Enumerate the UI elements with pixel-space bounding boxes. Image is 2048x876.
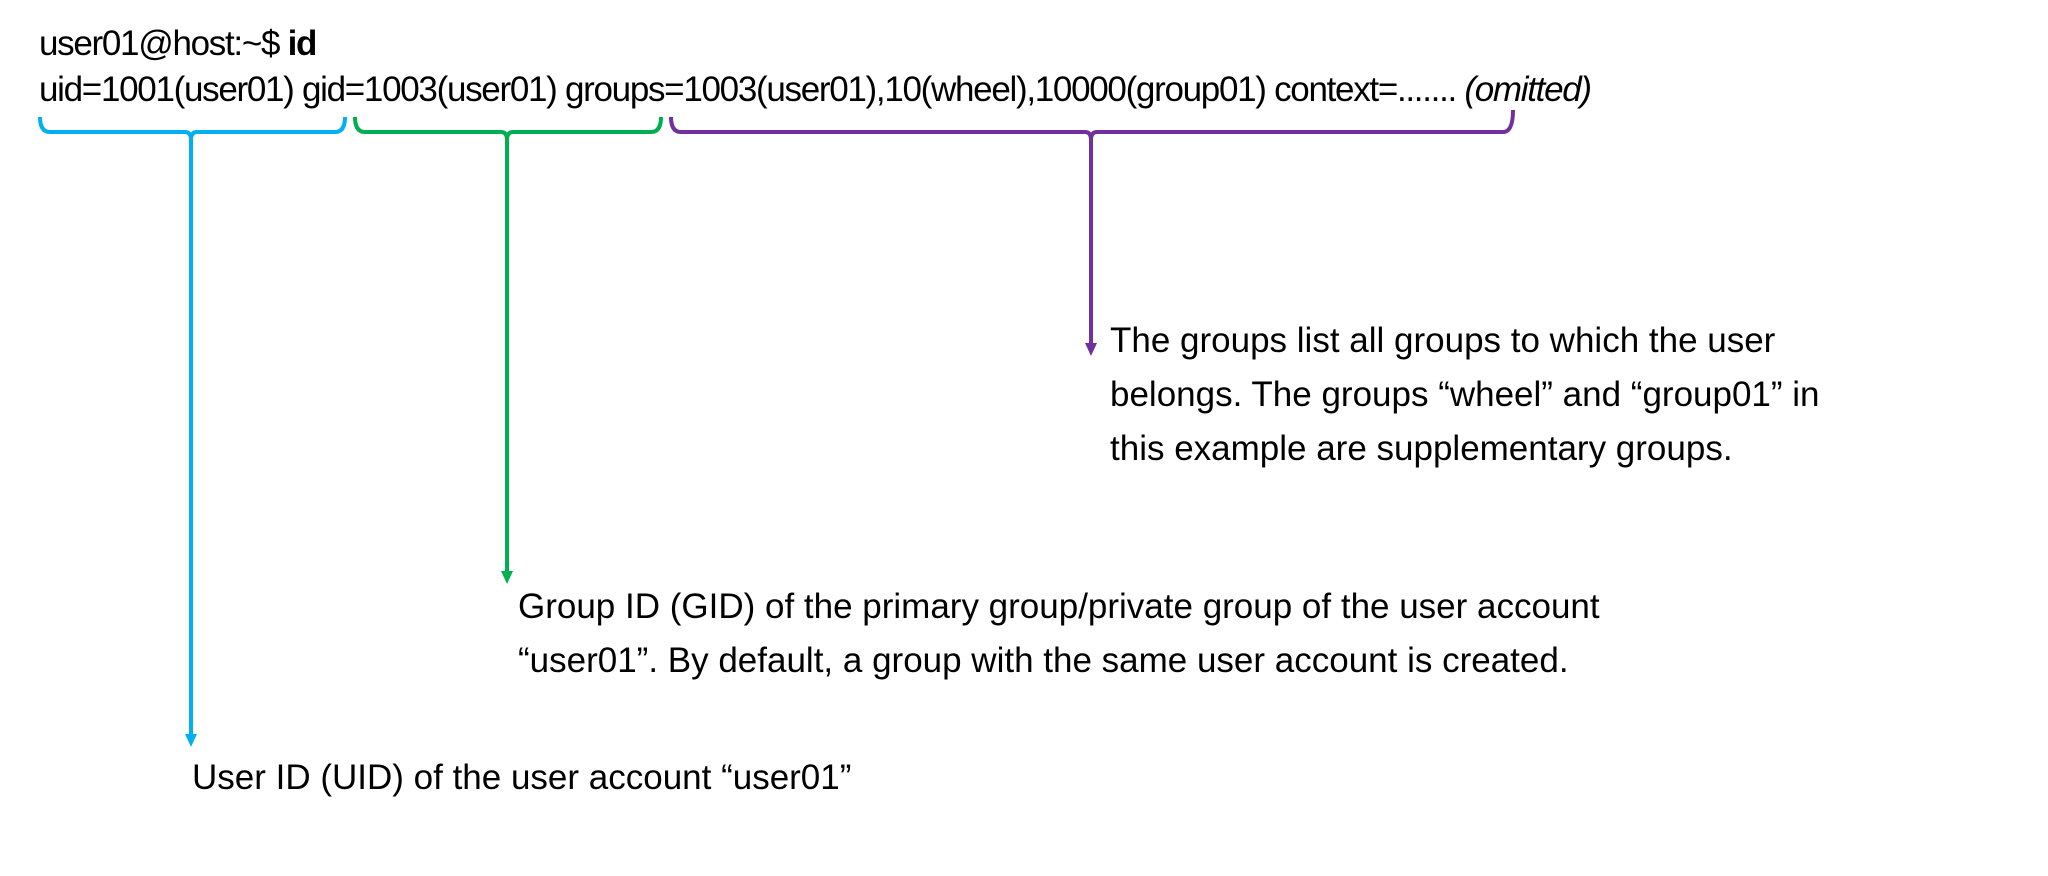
uid-bracket [38, 116, 347, 747]
groups-arrowhead [1085, 343, 1097, 356]
uid-field: uid=1001(user01) [39, 70, 295, 109]
omitted-note: (omitted) [1464, 70, 1592, 109]
gid-bracket [353, 116, 663, 584]
groups-field: groups=1003(user01),10(wheel),10000(grou… [564, 70, 1267, 109]
annotation-line: The groups list all groups to which the … [1110, 321, 1776, 360]
gid-field: gid=1003(user01) [301, 70, 558, 109]
gid-annotation: Group ID (GID) of the primary group/priv… [518, 580, 1600, 688]
groups-annotation: The groups list all groups to which the … [1110, 314, 1820, 476]
command-output: uid=1001(user01) gid=1003(user01) groups… [39, 70, 1592, 110]
annotation-line: User ID (UID) of the user account “user0… [192, 758, 852, 797]
annotation-line: “user01”. By default, a group with the s… [518, 641, 1569, 680]
command-line: user01@host:~$ id [39, 24, 318, 64]
groups-bracket [669, 109, 1515, 356]
gid-arrowhead [501, 571, 513, 584]
command-text: id [287, 24, 318, 63]
annotation-line: belongs. The groups “wheel” and “group01… [1110, 375, 1820, 414]
uid-arrowhead [185, 734, 197, 747]
annotation-line: this example are supplementary groups. [1110, 429, 1733, 468]
annotation-line: Group ID (GID) of the primary group/priv… [518, 587, 1600, 626]
uid-annotation: User ID (UID) of the user account “user0… [192, 751, 851, 805]
shell-prompt: user01@host:~$ [39, 24, 288, 63]
context-field: context=....... [1274, 70, 1457, 109]
